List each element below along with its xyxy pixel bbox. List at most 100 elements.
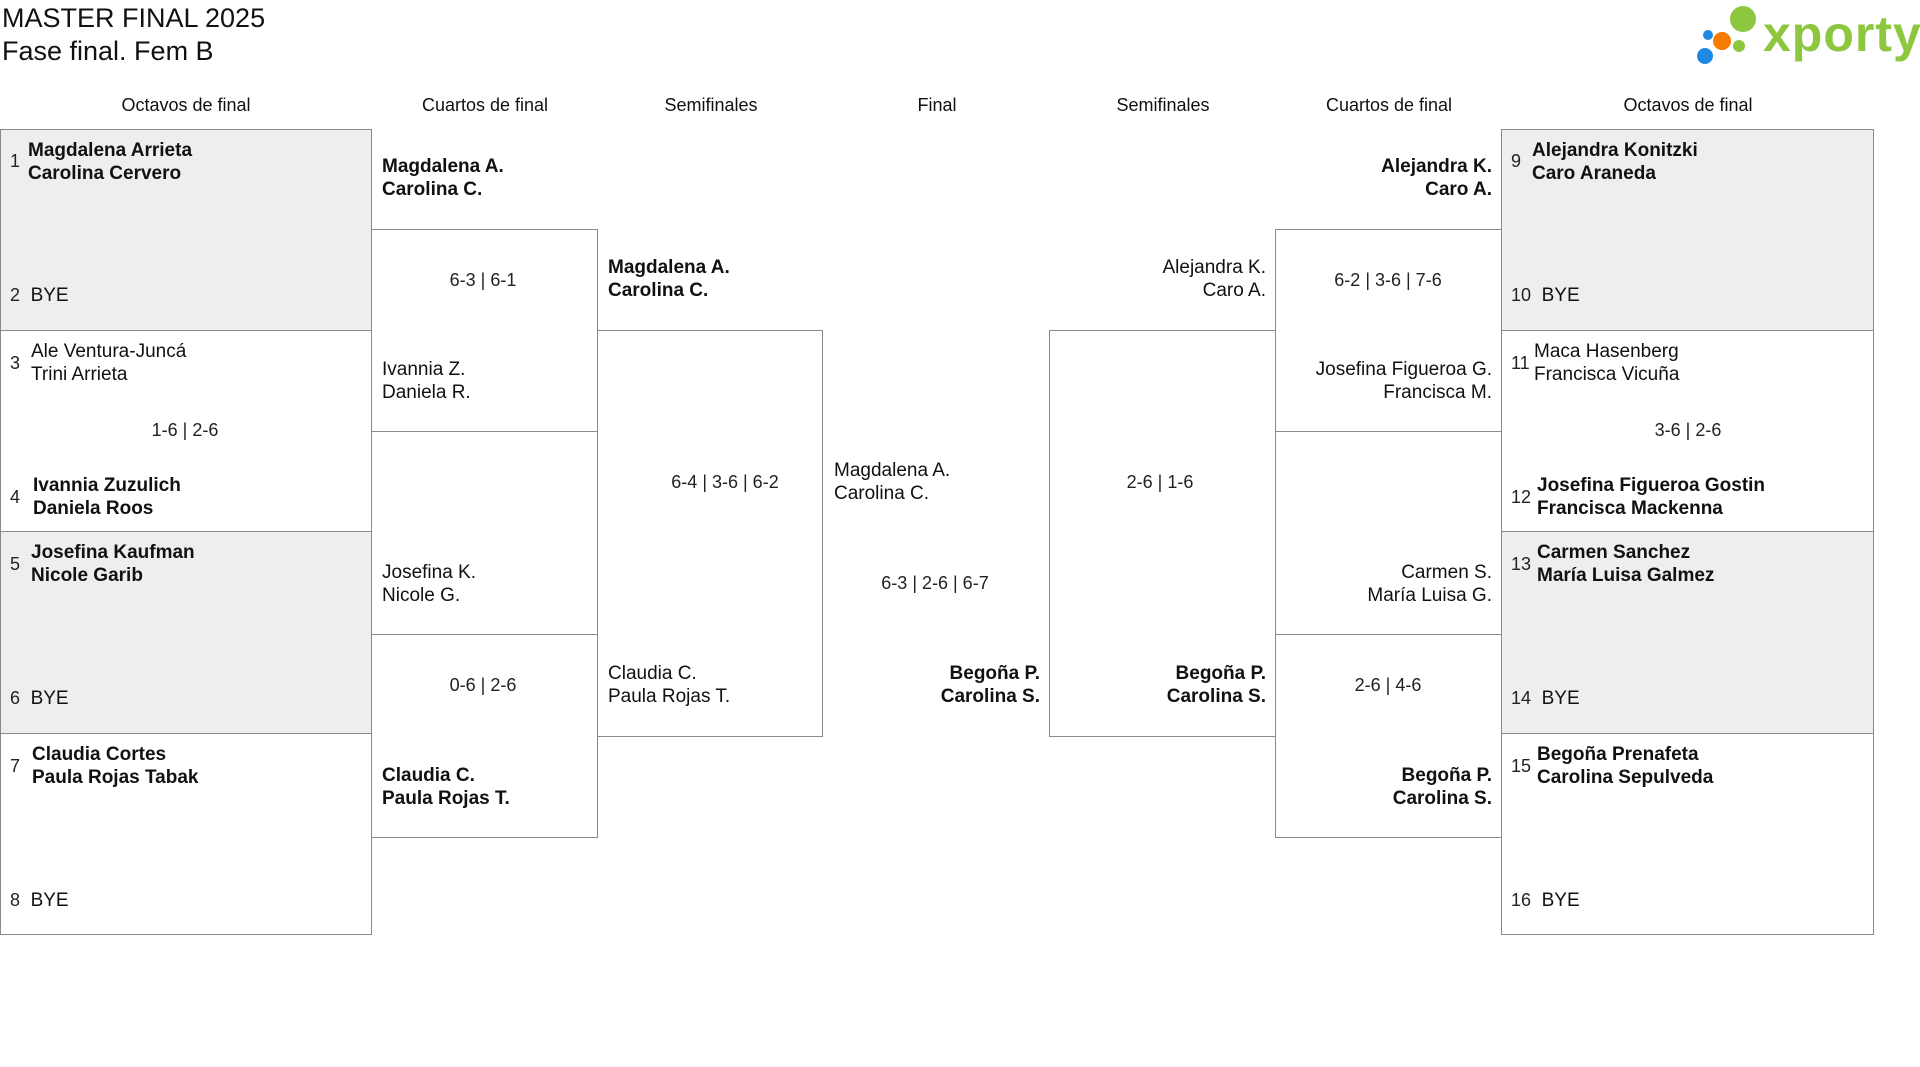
seed-number: 16 — [1511, 890, 1532, 910]
page-title: MASTER FINAL 2025 — [2, 3, 266, 33]
player-name: Caro A. — [1202, 280, 1266, 301]
seed-number: 14 — [1511, 688, 1532, 708]
player-name: Magdalena A. — [834, 460, 951, 481]
bye-label: BYE — [30, 285, 69, 306]
team-qf-right-2: Josefina Figueroa G. Francisca M. — [1290, 358, 1492, 404]
xporty-logo — [1697, 4, 1919, 68]
team-11: Maca Hasenberg Francisca Vicuña — [1534, 340, 1679, 386]
r16-right-match-4[interactable] — [1501, 733, 1874, 935]
team-sf-left-2: Claudia C. Paula Rojas T. — [608, 662, 730, 708]
qf-right-match-2[interactable] — [1275, 634, 1502, 838]
player-name: Francisca M. — [1383, 382, 1492, 403]
bye-label: BYE — [1541, 688, 1580, 709]
player-name: Carolina C. — [382, 179, 483, 200]
player-name: Josefina Kaufman — [31, 542, 195, 563]
player-name: María Luisa Galmez — [1537, 565, 1715, 586]
match-score: 6-4 | 3-6 | 6-2 — [671, 472, 779, 492]
r16-right-match-2[interactable] — [1501, 330, 1874, 532]
player-name: Claudia C. — [608, 663, 697, 684]
player-name: Carolina Cervero — [28, 163, 182, 184]
team-sf-right-1: Alejandra K. Caro A. — [1070, 256, 1266, 302]
player-name: Alejandra K. — [1162, 257, 1266, 278]
team-10: 10 BYE — [1511, 284, 1580, 307]
r16-left-match-1[interactable] — [0, 129, 372, 331]
bye-label: BYE — [30, 688, 69, 709]
header-right-sf: Semifinales — [1116, 95, 1210, 115]
header-left-qf: Cuartos de final — [421, 95, 549, 115]
player-name: Francisca Vicuña — [1534, 364, 1680, 385]
sf-left-match[interactable] — [597, 330, 823, 737]
player-name: Magdalena A. — [382, 156, 504, 177]
seed-number: 12 — [1511, 487, 1532, 507]
team-qf-left-3: Josefina K. Nicole G. — [382, 561, 476, 607]
player-name: Maca Hasenberg — [1534, 341, 1679, 362]
player-name: Josefina K. — [382, 562, 476, 583]
match-score: 3-6 | 2-6 — [1654, 420, 1722, 440]
header-right-r16: Octavos de final — [1623, 95, 1753, 115]
player-name: Carolina S. — [940, 686, 1040, 707]
team-sf-right-2: Begoña P. Carolina S. — [1070, 662, 1266, 708]
player-name: Carmen S. — [1401, 562, 1492, 583]
sf-right-match[interactable] — [1049, 330, 1276, 737]
player-name: Nicole G. — [382, 585, 461, 606]
logo-dot-blue-small — [1703, 30, 1713, 40]
player-name: Paula Rojas T. — [382, 788, 510, 809]
qf-left-match-2[interactable] — [371, 634, 598, 838]
team-2: 2 BYE — [10, 284, 69, 307]
team-7: Claudia Cortes Paula Rojas Tabak — [32, 743, 199, 789]
player-name: Josefina Figueroa G. — [1315, 359, 1492, 380]
player-name: Carolina S. — [1392, 788, 1492, 809]
r16-right-match-1[interactable] — [1501, 129, 1874, 331]
r16-right-match-3[interactable] — [1501, 531, 1874, 734]
team-14: 14 BYE — [1511, 687, 1580, 710]
player-name: Daniela Roos — [33, 498, 154, 519]
player-name: Nicole Garib — [31, 565, 143, 586]
team-8: 8 BYE — [10, 889, 69, 912]
r16-left-match-4[interactable] — [0, 733, 372, 935]
player-name: Francisca Mackenna — [1537, 498, 1723, 519]
player-name: Ale Ventura-Juncá — [31, 341, 187, 362]
player-name: Claudia C. — [382, 765, 475, 786]
logo-dot-orange — [1713, 32, 1731, 50]
player-name: Alejandra K. — [1381, 156, 1492, 177]
team-final-1: Magdalena A. Carolina C. — [834, 459, 950, 505]
header-left-r16: Octavos de final — [121, 95, 251, 115]
team-9: Alejandra Konitzki Caro Araneda — [1532, 139, 1698, 185]
bye-label: BYE — [1541, 890, 1580, 911]
player-name: Daniela R. — [382, 382, 471, 403]
team-12: Josefina Figueroa Gostin Francisca Macke… — [1537, 474, 1765, 520]
player-name: Carolina C. — [608, 280, 709, 301]
header-left-sf: Semifinales — [664, 95, 758, 115]
seed-number: 2 — [10, 285, 21, 305]
seed-number: 10 — [1511, 285, 1532, 305]
tournament-title: MASTER FINAL 2025 Fase final. Fem B — [2, 2, 265, 68]
player-name: Paula Rojas T. — [608, 686, 731, 707]
player-name: Begoña P. — [949, 663, 1040, 684]
final-score: 6-3 | 2-6 | 6-7 — [881, 573, 989, 593]
player-name: Trini Arrieta — [31, 364, 128, 385]
header-final: Final — [917, 95, 957, 115]
bye-label: BYE — [1541, 285, 1580, 306]
r16-left-match-3[interactable] — [0, 531, 372, 734]
team-15: Begoña Prenafeta Carolina Sepulveda — [1537, 743, 1713, 789]
player-name: Ivannia Zuzulich — [33, 475, 181, 496]
r16-left-match-2[interactable] — [0, 330, 372, 532]
seed-number: 1 — [10, 151, 21, 171]
match-score: 2-6 | 4-6 — [1354, 675, 1422, 695]
player-name: Magdalena A. — [608, 257, 730, 278]
player-name: Begoña Prenafeta — [1537, 744, 1699, 765]
logo-wordmark: xporty — [1763, 6, 1920, 62]
qf-right-match-1[interactable] — [1275, 229, 1502, 432]
player-name: Magdalena Arrieta — [28, 140, 193, 161]
player-name: Josefina Figueroa Gostin — [1537, 475, 1766, 496]
qf-left-match-1[interactable] — [371, 229, 598, 432]
player-name: Alejandra Konitzki — [1532, 140, 1698, 161]
team-3: Ale Ventura-Juncá Trini Arrieta — [31, 340, 186, 386]
page-subtitle: Fase final. Fem B — [2, 36, 214, 66]
team-4: Ivannia Zuzulich Daniela Roos — [33, 474, 181, 520]
logo-dot-blue — [1697, 48, 1713, 64]
team-16: 16 BYE — [1511, 889, 1580, 912]
player-name: Ivannia Z. — [382, 359, 466, 380]
seed-number: 5 — [10, 554, 21, 574]
team-6: 6 BYE — [10, 687, 69, 710]
